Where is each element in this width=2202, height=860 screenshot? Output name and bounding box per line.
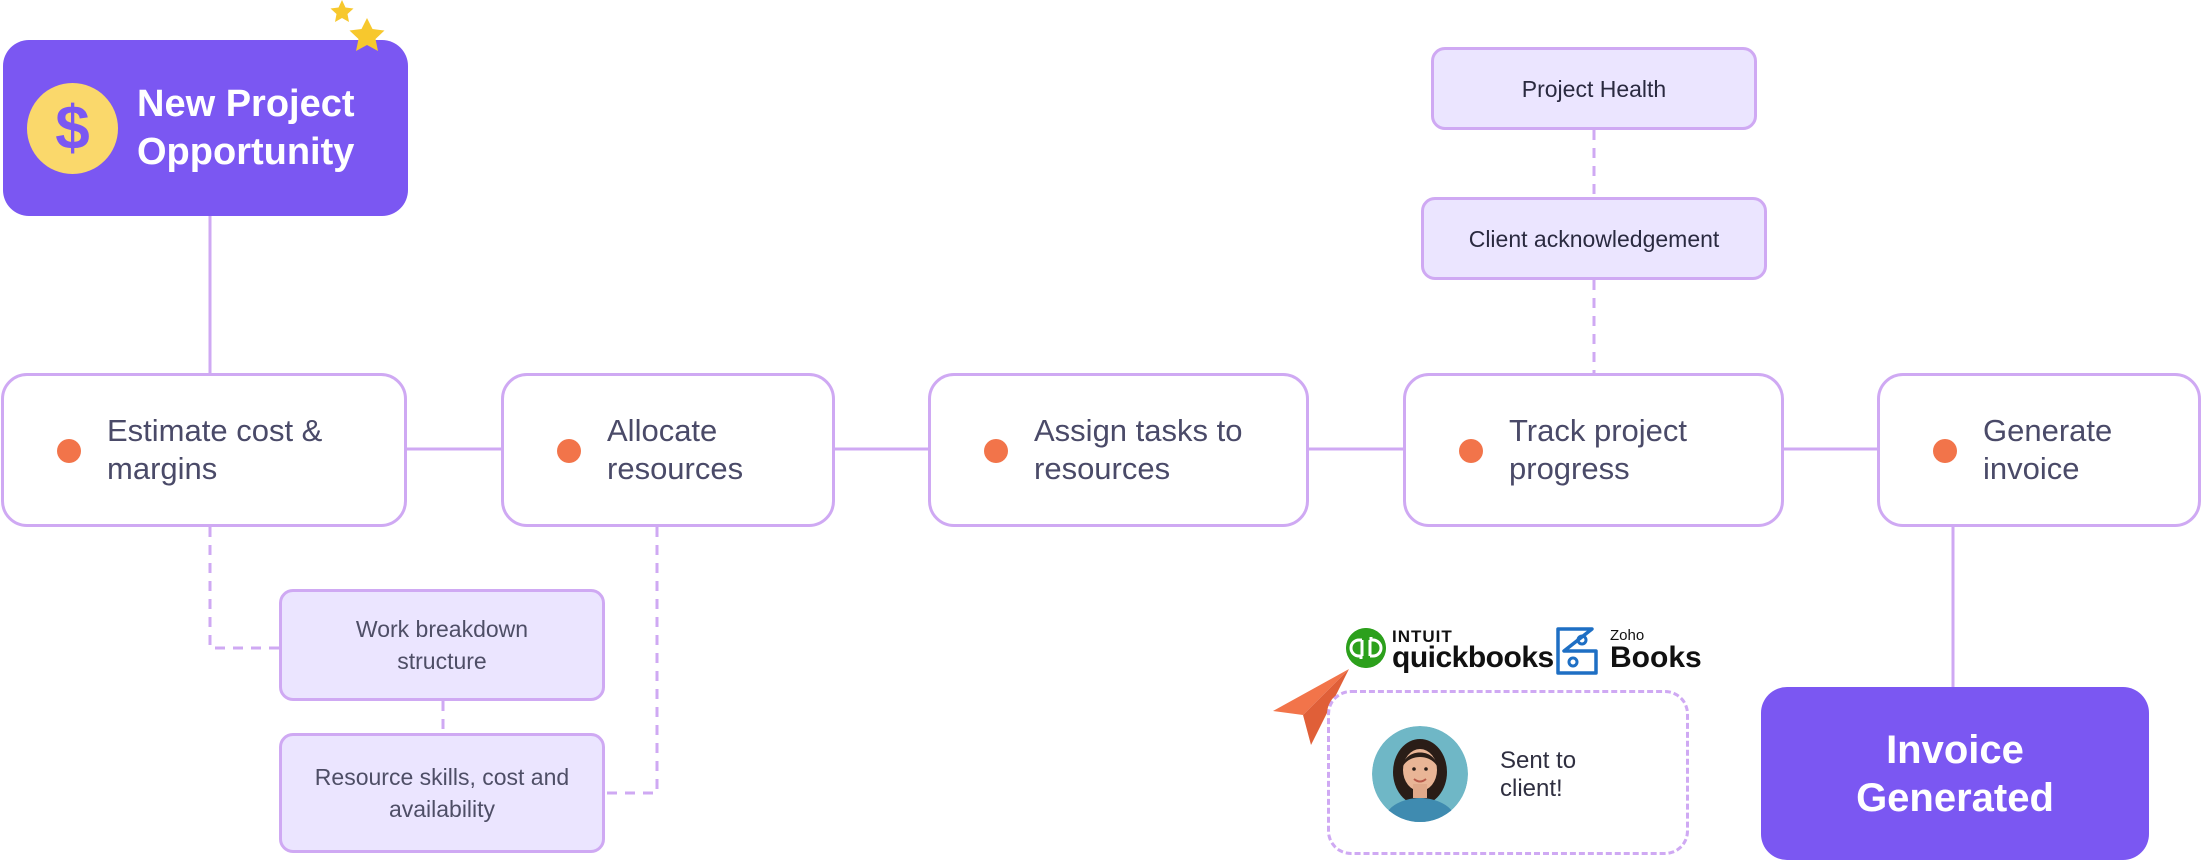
status-dot: [1459, 439, 1483, 463]
sent-to-client-card: Sent to client!: [1327, 690, 1689, 855]
zoho-books-icon: [1556, 627, 1598, 675]
sub-node-project-health: Project Health: [1431, 47, 1757, 130]
quickbooks-logo: INTUIT quickbooks: [1346, 625, 1554, 674]
status-dot: [984, 439, 1008, 463]
start-node-title: New Project Opportunity: [137, 83, 355, 173]
status-dot: [557, 439, 581, 463]
paper-plane-icon: [1273, 669, 1349, 745]
status-dot: [57, 439, 81, 463]
dollar-coin-icon: $: [27, 83, 118, 174]
stars-icon: [330, 0, 385, 51]
avatar: [1372, 726, 1468, 822]
status-dot: [1933, 439, 1957, 463]
start-node-new-project-opportunity: $ New Project Opportunity: [3, 40, 408, 216]
step-label: Estimate cost &margins: [107, 413, 323, 486]
step-estimate-cost-margins: Estimate cost &margins: [1, 373, 407, 527]
zoho-books-logo: Zoho Books: [1552, 625, 1702, 677]
sent-message: Sent to client!: [1500, 747, 1577, 802]
sub-node-client-acknowledgement: Client acknowledgement: [1421, 197, 1767, 280]
quickbooks-icon: [1346, 628, 1386, 668]
